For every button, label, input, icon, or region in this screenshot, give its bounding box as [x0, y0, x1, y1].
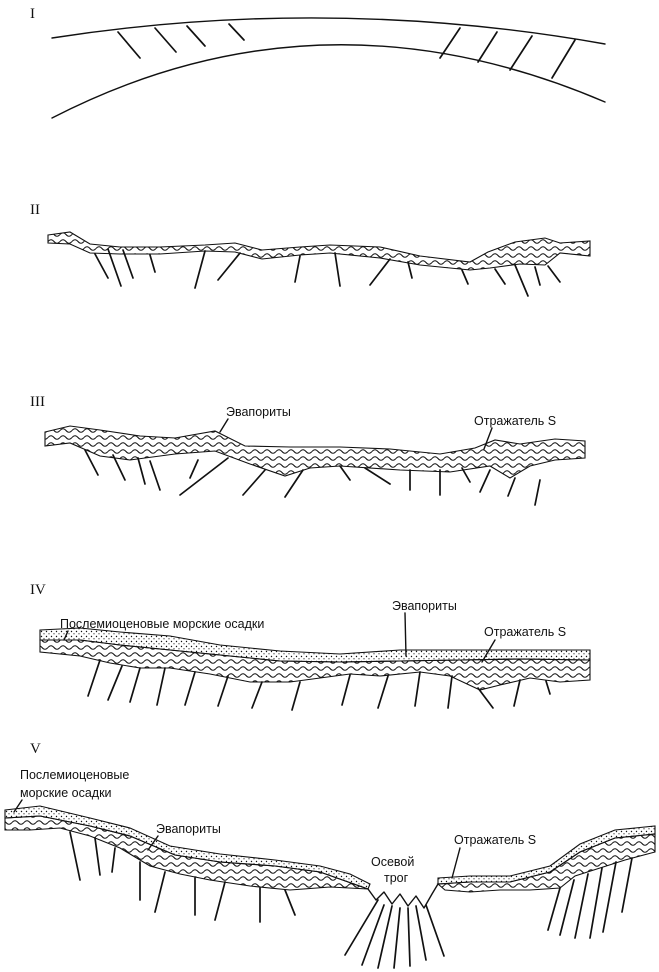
stage-2: II: [30, 202, 590, 296]
stage-5-leader-reflector-s: [452, 848, 460, 878]
stage-1-lower-curve: [52, 45, 605, 118]
stage-1: I: [30, 6, 605, 118]
stage-4-label-reflector-s: Отражатель S: [484, 625, 566, 639]
stage-5-label-post-miocene-line2: морские осадки: [20, 786, 112, 800]
stage-1-faults: [118, 24, 575, 78]
stage-3-label-evaporites: Эвапориты: [226, 405, 291, 419]
stage-2-numeral: II: [30, 202, 40, 218]
stage-4: IV Послемиоценовые морские осадки Эвапор…: [30, 582, 590, 710]
stage-1-numeral: I: [30, 6, 35, 22]
stage-5-label-axial-trough-line1: Осевой: [371, 855, 414, 869]
stage-5-label-evaporites: Эвапориты: [156, 822, 221, 836]
stage-5-label-post-miocene-line1: Послемиоценовые: [20, 768, 129, 782]
stage-3-leader-evaporites: [220, 419, 228, 432]
stage-4-evaporite-layer: [40, 640, 590, 690]
stage-5-trough-faults: [345, 900, 444, 968]
stage-5-label-axial-trough-line2: трог: [384, 871, 409, 885]
stage-3: III Эвапориты Отражатель S: [30, 394, 585, 505]
stage-2-evaporite-layer: [48, 232, 590, 270]
stage-3-evaporite-layer: [45, 426, 585, 478]
stage-5-label-reflector-s: Отражатель S: [454, 833, 536, 847]
stage-4-numeral: IV: [30, 582, 46, 598]
stage-4-label-evaporites: Эвапориты: [392, 599, 457, 613]
stage-4-label-post-miocene: Послемиоценовые морские осадки: [60, 617, 264, 631]
stage-3-numeral: III: [30, 394, 45, 410]
stage-3-label-reflector-s: Отражатель S: [474, 414, 556, 428]
stage-4-leader-evaporites: [405, 613, 406, 656]
stage-5-axial-trough-rim: [368, 884, 438, 908]
stage-5-numeral: V: [30, 741, 41, 757]
stage-5: V: [5, 741, 655, 968]
stage-1-upper-curve: [52, 18, 605, 44]
